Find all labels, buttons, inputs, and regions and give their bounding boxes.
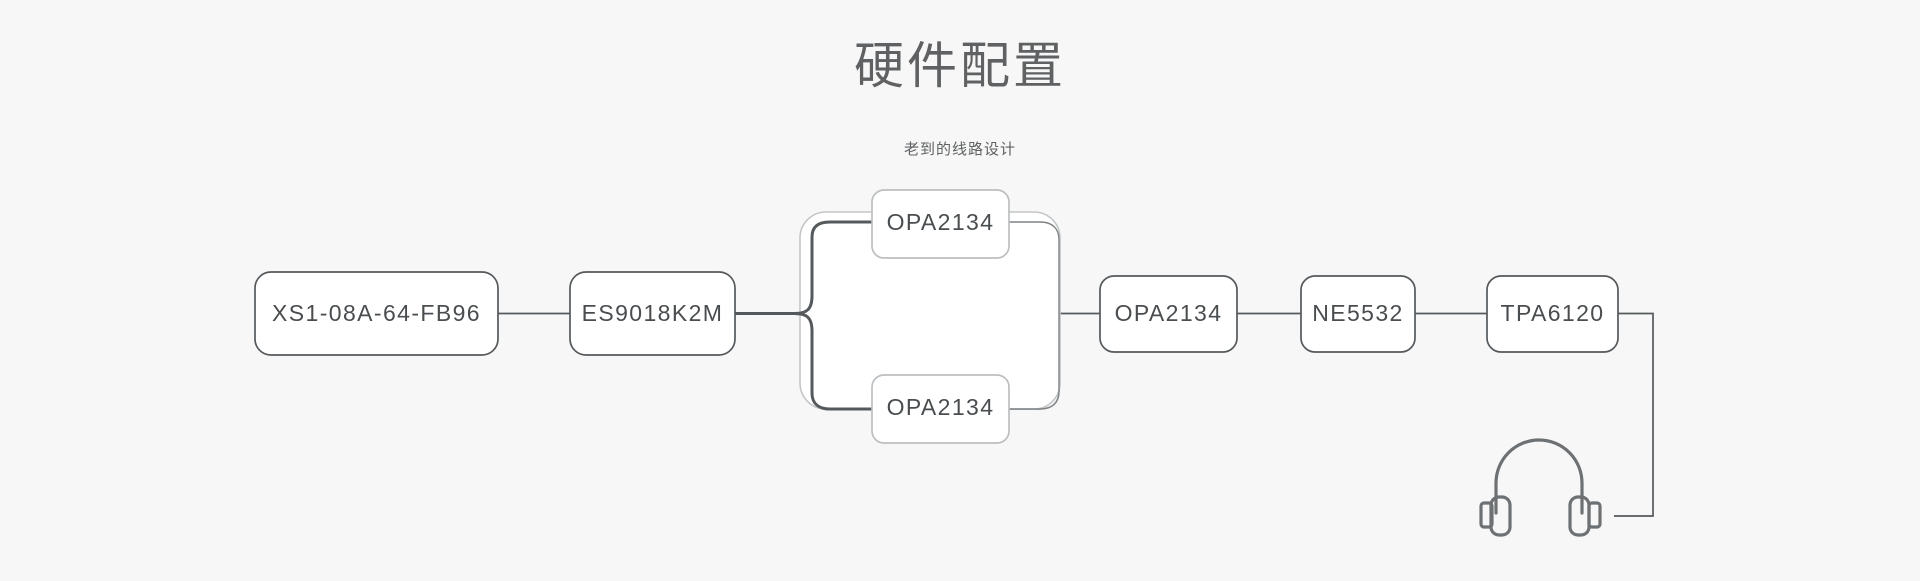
- node-opa2134-branch-top[interactable]: OPA2134: [871, 189, 1010, 259]
- node-box: [1099, 275, 1238, 353]
- headphones-headband: [1494, 438, 1584, 515]
- headphones-icon: [1479, 438, 1602, 537]
- edge-split-to-opa-bottom-overlay: [793, 312, 874, 411]
- node-tpa6120[interactable]: TPA6120: [1486, 275, 1619, 353]
- node-opa2134-branch-bottom[interactable]: OPA2134: [871, 374, 1010, 444]
- node-box: [871, 189, 1010, 259]
- headphones-pad-right: [1587, 501, 1602, 529]
- node-label: OPA2134: [887, 209, 995, 235]
- node-label: TPA6120: [1501, 300, 1605, 326]
- node-label: ES9018K2M: [582, 300, 724, 326]
- headphones-pad-left: [1479, 501, 1494, 529]
- node-box: [569, 271, 736, 356]
- node-box: [871, 374, 1010, 444]
- node-es9018k2m[interactable]: ES9018K2M: [569, 271, 736, 356]
- node-label: XS1-08A-64-FB96: [272, 300, 481, 326]
- node-label: OPA2134: [887, 394, 995, 420]
- node-label: NE5532: [1312, 300, 1404, 326]
- node-box: [1300, 275, 1416, 353]
- node-box: [254, 271, 499, 356]
- headphones-earcup-right: [1568, 495, 1591, 537]
- edge-tpa6120-to-headphones: [1614, 312, 1654, 517]
- node-label: OPA2134: [1115, 300, 1223, 326]
- node-box: [1486, 275, 1619, 353]
- edge-opa-top-to-merge-overlay: [1009, 221, 1060, 314]
- page-subtitle: 老到的线路设计: [903, 140, 1016, 158]
- node-opa2134[interactable]: OPA2134: [1099, 275, 1238, 353]
- edge-split-to-opa-top-overlay: [793, 220, 874, 315]
- page-title: 硬件配置: [854, 37, 1066, 95]
- node-ne5532[interactable]: NE5532: [1300, 275, 1416, 353]
- node-xs1-08a-64-fb96[interactable]: XS1-08A-64-FB96: [254, 271, 499, 356]
- edge-opa-bottom-to-merge-overlay: [1009, 313, 1060, 410]
- headphones-earcup-left: [1489, 495, 1512, 537]
